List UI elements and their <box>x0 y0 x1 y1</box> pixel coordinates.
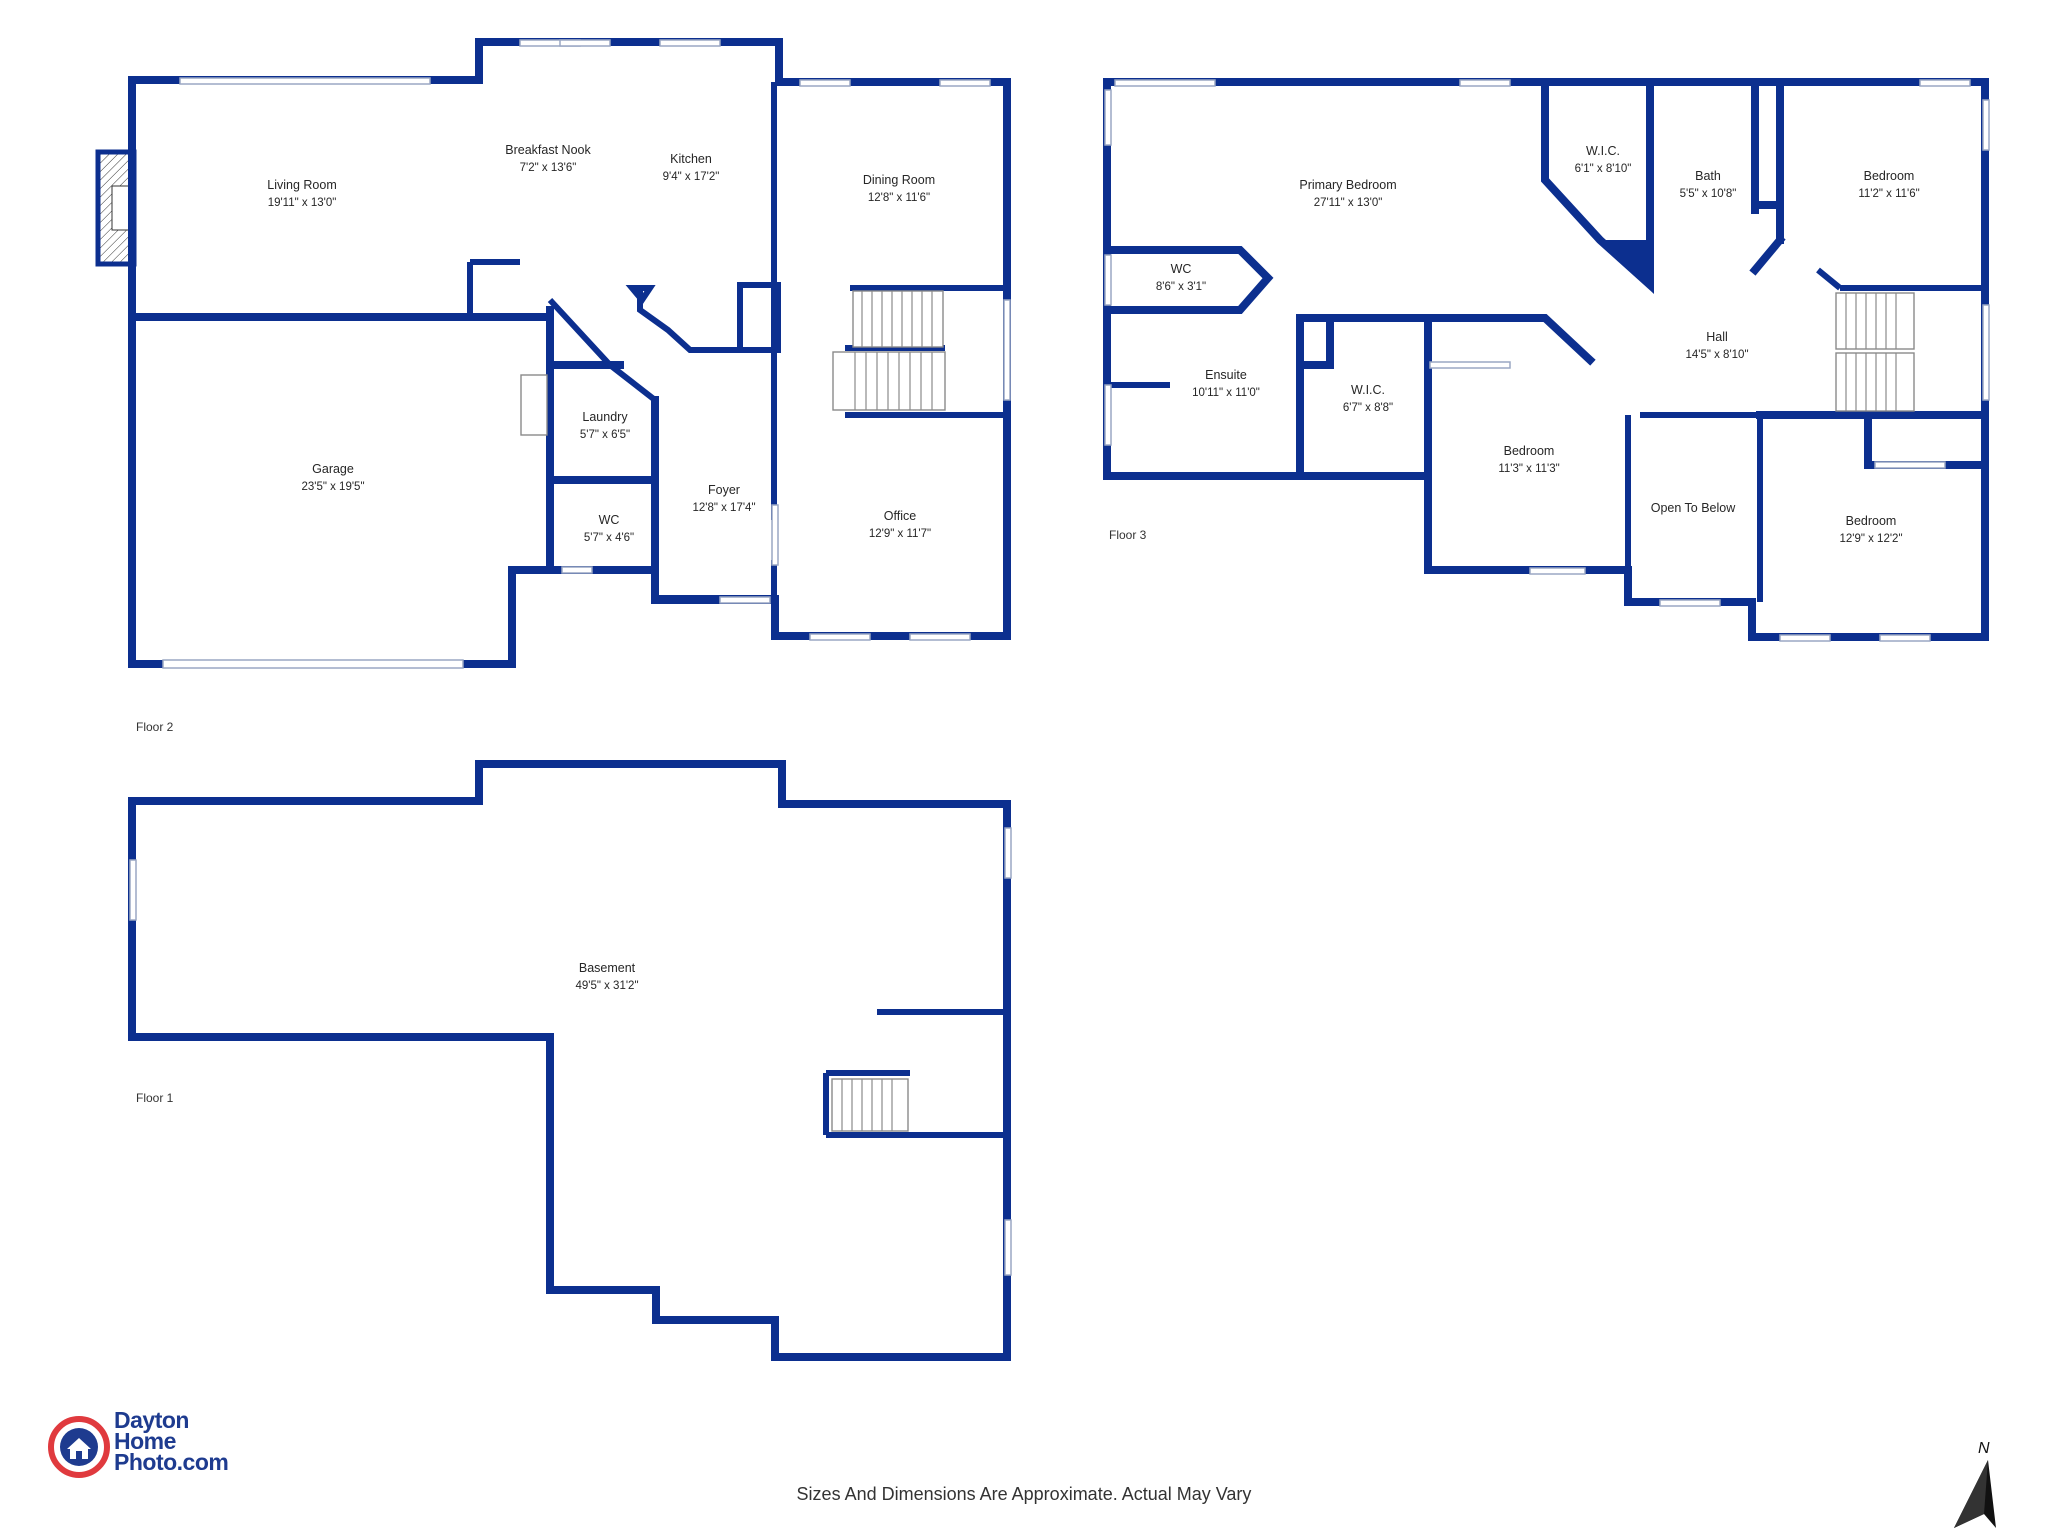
room-wic-2-dim: 6'7" x 8'8" <box>1343 402 1393 414</box>
stairs-floor-3 <box>1835 292 1915 412</box>
room-breakfast-nook-name: Breakfast Nook <box>505 143 591 157</box>
room-ensuite-dim: 10'11" x 11'0" <box>1192 387 1260 399</box>
brand-line-1: Dayton <box>114 1407 189 1433</box>
room-living-room-dim: 19'11" x 13'0" <box>268 197 337 209</box>
room-garage-dim: 23'5" x 19'5" <box>301 481 364 493</box>
room-wc-3-name: WC <box>1171 262 1192 276</box>
room-hall-dim: 14'5" x 8'10" <box>1685 349 1748 361</box>
room-foyer-dim: 12'8" x 17'4" <box>692 502 755 514</box>
brand-line-2: Home <box>114 1428 176 1454</box>
room-bedroom-se-dim: 12'9" x 12'2" <box>1839 533 1902 545</box>
room-wic-2-name: W.I.C. <box>1351 383 1385 397</box>
room-foyer-name: Foyer <box>708 483 740 497</box>
room-office-dim: 12'9" x 11'7" <box>869 528 931 540</box>
room-bedroom-s-dim: 11'3" x 11'3" <box>1498 463 1559 475</box>
room-wic-1-dim: 6'1" x 8'10" <box>1575 163 1632 175</box>
compass: N <box>1948 1440 2004 1532</box>
camera-house-icon <box>48 1416 110 1478</box>
brand-logo: Dayton Home Photo.com <box>48 1407 268 1482</box>
room-wc-name: WC <box>599 513 620 527</box>
disclaimer-text: Sizes And Dimensions Are Approximate. Ac… <box>796 1484 1252 1504</box>
room-office-name: Office <box>884 509 916 523</box>
room-wc-3-dim: 8'6" x 3'1" <box>1156 281 1206 293</box>
room-bath-dim: 5'5" x 10'8" <box>1680 188 1737 200</box>
room-wc-dim: 5'7" x 4'6" <box>584 532 634 544</box>
room-hall-name: Hall <box>1706 330 1728 344</box>
floor-2-plan <box>95 38 1011 669</box>
north-arrow-icon <box>1954 1460 1996 1528</box>
compass-label: N <box>1978 1440 1990 1457</box>
floor-1-label: Floor 1 <box>136 1091 174 1105</box>
room-primary-bedroom-dim: 27'11" x 13'0" <box>1314 197 1383 209</box>
room-breakfast-nook-dim: 7'2" x 13'6" <box>520 162 577 174</box>
room-living-room-name: Living Room <box>267 178 336 192</box>
floor-3-label: Floor 3 <box>1109 528 1147 542</box>
room-dining-room-name: Dining Room <box>863 173 935 187</box>
room-bedroom-ne-dim: 11'2" x 11'6" <box>1858 188 1919 200</box>
room-kitchen-name: Kitchen <box>670 152 712 166</box>
room-dining-room-dim: 12'8" x 11'6" <box>868 192 930 204</box>
stairs-floor-1 <box>831 1078 909 1132</box>
stairs-floor-2 <box>832 290 946 411</box>
room-garage-name: Garage <box>312 462 354 476</box>
room-basement-dim: 49'5" x 31'2" <box>575 980 638 992</box>
room-bath-name: Bath <box>1695 169 1721 183</box>
room-open-to-below-name: Open To Below <box>1651 501 1737 515</box>
floor-1-plan <box>128 760 1012 1361</box>
room-bedroom-s-name: Bedroom <box>1504 444 1555 458</box>
room-basement-name: Basement <box>579 961 636 975</box>
floor-2-label: Floor 2 <box>136 720 174 734</box>
room-wic-1-name: W.I.C. <box>1586 144 1620 158</box>
room-bedroom-ne-name: Bedroom <box>1864 169 1915 183</box>
floor-3-plan <box>1103 78 1990 642</box>
room-laundry-dim: 5'7" x 6'5" <box>580 429 630 441</box>
room-kitchen-dim: 9'4" x 17'2" <box>663 171 720 183</box>
room-bedroom-se-name: Bedroom <box>1846 514 1897 528</box>
room-primary-bedroom-name: Primary Bedroom <box>1299 178 1396 192</box>
room-ensuite-name: Ensuite <box>1205 368 1247 382</box>
room-laundry-name: Laundry <box>582 410 628 424</box>
brand-line-3: Photo.com <box>114 1449 229 1475</box>
